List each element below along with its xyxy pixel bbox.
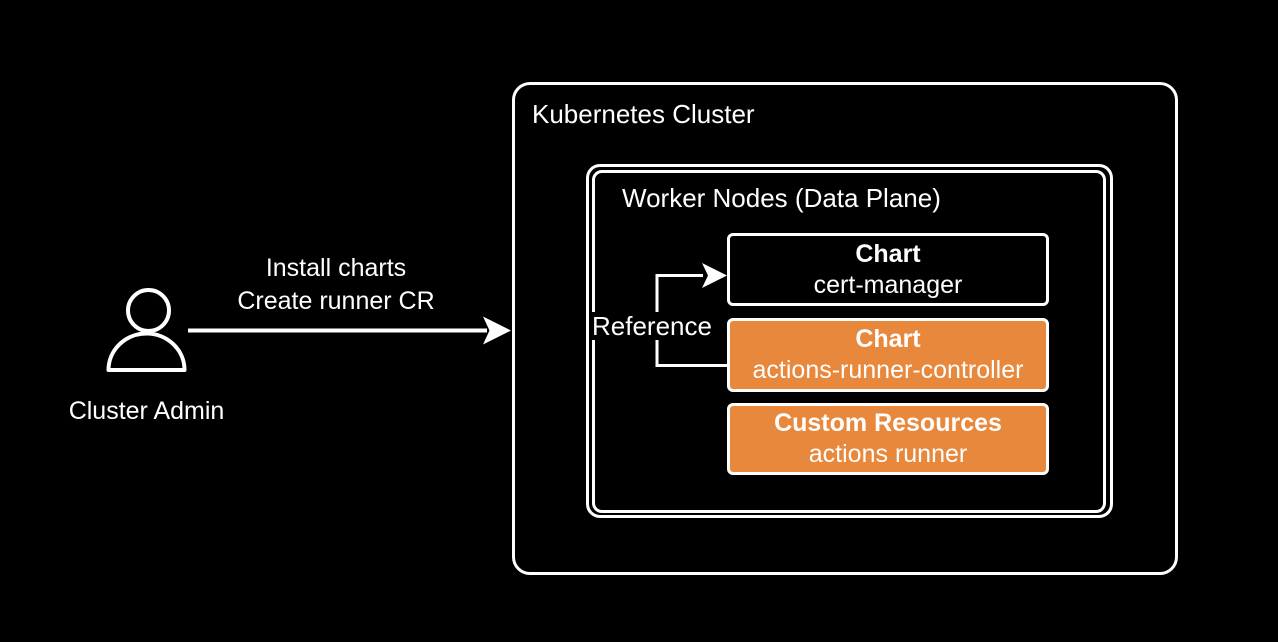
node-chart-actions-runner-controller: Chart actions-runner-controller [727,318,1049,392]
reference-label: Reference [589,312,715,340]
node-title: Chart [855,325,921,353]
node-subtitle: actions runner [808,440,968,468]
node-title: Chart [855,239,921,268]
node-title: Custom Resources [774,409,1002,437]
kubernetes-cluster-title: Kubernetes Cluster [532,99,755,129]
install-arrow-label-line1: Install charts [265,254,407,282]
arrowhead-icon [483,316,511,345]
worker-nodes-inner-box: Worker Nodes (Data Plane) Chart cert-man… [589,170,1106,513]
node-chart-cert-manager: Chart cert-manager [727,233,1049,306]
install-arrow-label: Install charts Create runner CR [205,252,467,318]
install-arrow [188,316,511,345]
kubernetes-cluster-box: Kubernetes Cluster Worker Nodes (Data Pl… [512,82,1178,575]
install-arrow-label-line2: Create runner CR [237,287,435,315]
worker-nodes-box: Worker Nodes (Data Plane) Chart cert-man… [586,164,1113,518]
node-subtitle: actions-runner-controller [752,356,1024,384]
node-subtitle: cert-manager [813,270,963,299]
worker-nodes-title: Worker Nodes (Data Plane) [622,183,941,213]
node-custom-resources-actions-runner: Custom Resources actions runner [727,403,1049,475]
cluster-admin-label: Cluster Admin [68,397,225,425]
user-icon [106,288,187,372]
